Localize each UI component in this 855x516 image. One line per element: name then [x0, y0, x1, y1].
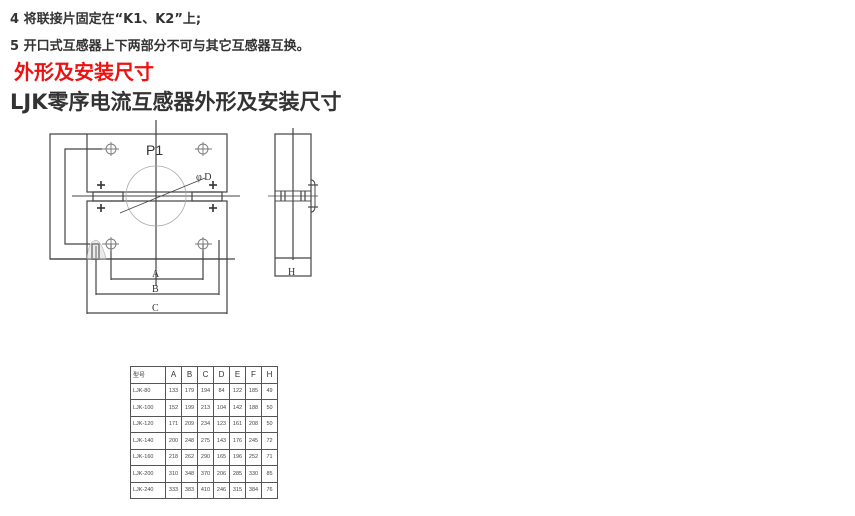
header-h: H	[261, 366, 278, 384]
cell: 85	[261, 465, 278, 483]
header-c: C	[197, 366, 214, 384]
cell: 285	[229, 465, 246, 483]
table-row: LJK-100 152 199 213 104 142 188 50	[130, 399, 278, 417]
cell: 143	[213, 432, 230, 450]
cell: 370	[197, 465, 214, 483]
cell: 104	[213, 399, 230, 417]
table-row: LJK-160 218 262 290 165 196 252 71	[130, 448, 278, 466]
cell: 213	[197, 399, 214, 417]
cell: LJK-100	[130, 399, 166, 417]
cell: LJK-240	[130, 481, 166, 499]
cell: 142	[229, 399, 246, 417]
cell: 133	[165, 382, 182, 400]
cell: 275	[197, 432, 214, 450]
cell: 71	[261, 448, 278, 466]
cell: 218	[165, 448, 182, 466]
cell: 152	[165, 399, 182, 417]
cell: 50	[261, 399, 278, 417]
cell: 315	[229, 481, 246, 499]
cell: 171	[165, 415, 182, 433]
cell: 333	[165, 481, 182, 499]
header-d: D	[213, 366, 230, 384]
cell: 410	[197, 481, 214, 499]
cell: 384	[245, 481, 262, 499]
cell: 194	[197, 382, 214, 400]
table-header-row: 型号 A B C D E F H	[130, 366, 278, 384]
cell: 185	[245, 382, 262, 400]
dim-h-label: H	[288, 267, 295, 278]
cell: 122	[229, 382, 246, 400]
table-row: LJK-140 200 248 275 143 176 245 72	[130, 432, 278, 450]
cell: 234	[197, 415, 214, 433]
cell: 348	[181, 465, 198, 483]
page-title: LJK零序电流互感器外形及安装尺寸	[10, 90, 342, 114]
cell: LJK-120	[130, 415, 166, 433]
header-e: E	[229, 366, 246, 384]
diameter-label: φ D	[196, 172, 212, 183]
cell: 176	[229, 432, 246, 450]
dim-c-label: C	[152, 303, 159, 314]
cell: 290	[197, 448, 214, 466]
cell: 179	[181, 382, 198, 400]
cell: LJK-200	[130, 465, 166, 483]
table-row: LJK-240 333 383 410 246 315 384 76	[130, 481, 278, 499]
p1-label: P1	[146, 142, 163, 158]
cell: 199	[181, 399, 198, 417]
cell: 76	[261, 481, 278, 499]
cell: 330	[245, 465, 262, 483]
dim-b-label: B	[152, 284, 159, 295]
cell: 209	[181, 415, 198, 433]
table-row: LJK-80 133 179 194 84 122 185 49	[130, 382, 278, 400]
cell: 84	[213, 382, 230, 400]
cell: 161	[229, 415, 246, 433]
note-4: 4 将联接片固定在“K1、K2”上;	[10, 12, 202, 27]
dim-a-label: A	[152, 269, 160, 280]
section-heading: 外形及安装尺寸	[14, 60, 154, 84]
cell: 262	[181, 448, 198, 466]
header-f: F	[245, 366, 262, 384]
cell: 246	[213, 481, 230, 499]
cell: 49	[261, 382, 278, 400]
cell: 72	[261, 432, 278, 450]
cell: 206	[213, 465, 230, 483]
cell: 248	[181, 432, 198, 450]
cell: 208	[245, 415, 262, 433]
cell: 123	[213, 415, 230, 433]
cell: 310	[165, 465, 182, 483]
cell: 50	[261, 415, 278, 433]
table-row: LJK-200 310 348 370 206 285 330 85	[130, 465, 278, 483]
cell: LJK-140	[130, 432, 166, 450]
cell: LJK-160	[130, 448, 166, 466]
table-row: LJK-120 171 209 234 123 161 208 50	[130, 415, 278, 433]
header-model: 型号	[130, 366, 166, 384]
note-5: 5 开口式互感器上下两部分不可与其它互感器互换。	[10, 39, 310, 54]
cell: 165	[213, 448, 230, 466]
cell: 245	[245, 432, 262, 450]
cell: 383	[181, 481, 198, 499]
cell: 196	[229, 448, 246, 466]
dimension-table: 型号 A B C D E F H LJK-80 133 179 194 84 1…	[130, 366, 278, 499]
cell: 200	[165, 432, 182, 450]
header-b: B	[181, 366, 198, 384]
header-a: A	[165, 366, 182, 384]
outline-drawing: P1 φ D A B C H	[49, 120, 318, 314]
cell: LJK-80	[130, 382, 166, 400]
cell: 188	[245, 399, 262, 417]
cell: 252	[245, 448, 262, 466]
